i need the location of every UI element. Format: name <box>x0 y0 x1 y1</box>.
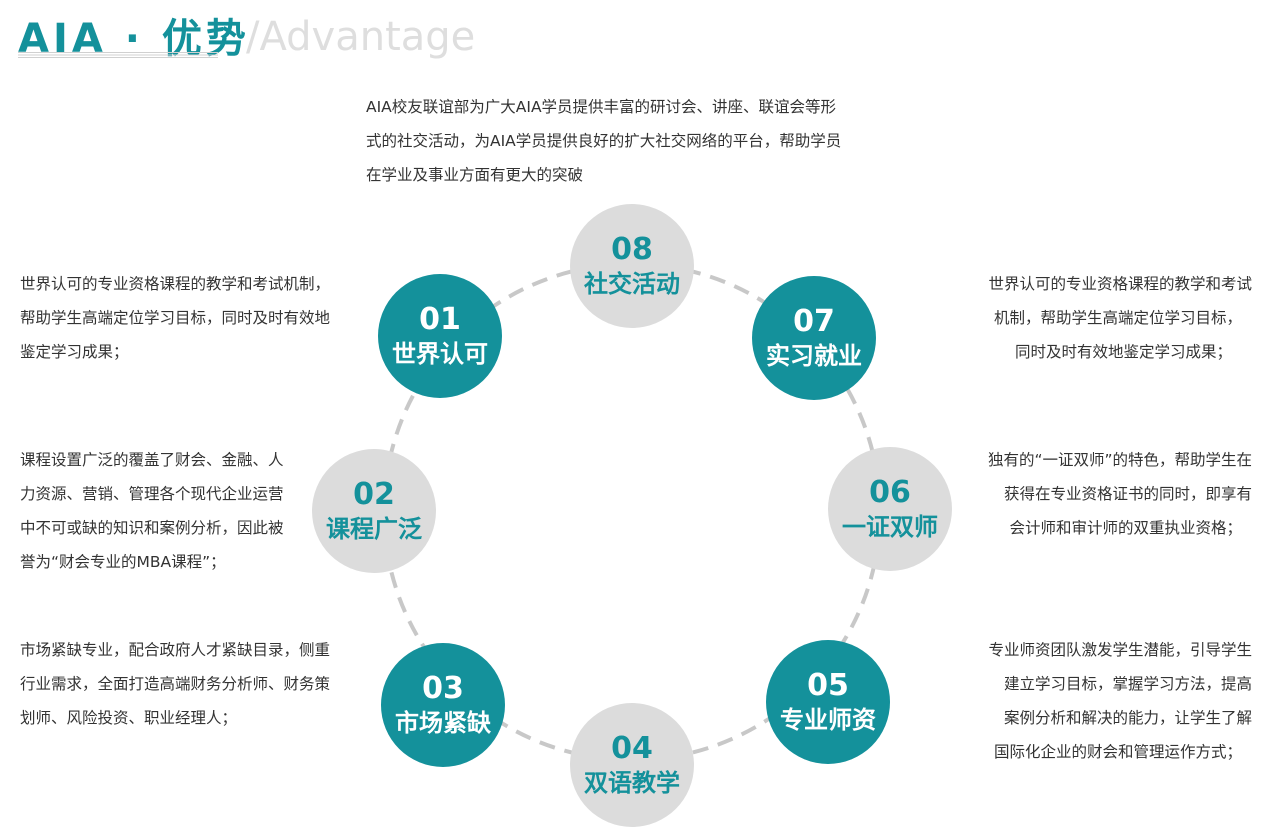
node-number: 03 <box>422 671 464 706</box>
description-08: AIA校友联谊部为广大AIA学员提供丰富的研讨会、讲座、联谊会等形 式的社交活动… <box>366 90 841 192</box>
description-line: 国际化企业的财会和管理运作方式； <box>993 743 1242 761</box>
page-subtitle: /Advantage <box>246 14 476 60</box>
node-label: 世界认可 <box>392 340 488 368</box>
description-line: 机制，帮助学生高端定位学习目标， <box>993 309 1242 327</box>
description-05: 专业师资团队激发学生潜能，引导学生 建立学习目标，掌握学习方法，提高 案例分析和… <box>988 633 1252 769</box>
description-line: 课程设置广泛的覆盖了财会、金融、人 <box>20 451 284 469</box>
node-08-social-activities: 08 社交活动 <box>570 204 694 328</box>
node-label: 实习就业 <box>766 342 862 370</box>
node-02-wide-curriculum: 02 课程广泛 <box>312 449 436 573</box>
node-06-one-cert-two-roles: 06 一证双师 <box>828 447 952 571</box>
description-line: 中不可或缺的知识和案例分析，因此被 <box>20 519 284 537</box>
description-line: 世界认可的专业资格课程的教学和考试 <box>988 275 1252 293</box>
description-06: 独有的“一证双师”的特色，帮助学生在 获得在专业资格证书的同时，即享有 会计师和… <box>988 443 1252 545</box>
node-01-world-recognition: 01 世界认可 <box>378 274 502 398</box>
description-line: 誉为“财会专业的MBA课程”； <box>20 553 226 571</box>
node-number: 02 <box>353 477 395 512</box>
description-line: 会计师和审计师的双重执业资格； <box>1009 519 1242 537</box>
description-line: 案例分析和解决的能力，让学生了解 <box>1003 709 1252 727</box>
description-line: 专业师资团队激发学生潜能，引导学生 <box>988 641 1252 659</box>
node-label: 社交活动 <box>584 270 680 298</box>
description-line: 鉴定学习成果； <box>20 343 129 361</box>
node-label: 一证双师 <box>842 513 938 541</box>
description-line: 在学业及事业方面有更大的突破 <box>366 166 584 184</box>
description-line: 独有的“一证双师”的特色，帮助学生在 <box>987 451 1252 469</box>
node-07-internship-employment: 07 实习就业 <box>752 276 876 400</box>
title-underline <box>18 52 218 58</box>
description-line: 行业需求，全面打造高端财务分析师、财务策 <box>20 675 331 693</box>
node-label: 专业师资 <box>780 706 876 734</box>
node-label: 课程广泛 <box>326 515 422 543</box>
description-line: 力资源、营销、管理各个现代企业运营 <box>20 485 284 503</box>
description-line: 同时及时有效地鉴定学习成果； <box>1014 343 1232 361</box>
node-label: 双语教学 <box>584 769 680 797</box>
description-line: 帮助学生高端定位学习目标，同时及时有效地 <box>20 309 331 327</box>
node-number: 07 <box>793 304 835 339</box>
node-number: 08 <box>611 232 653 267</box>
node-05-professional-faculty: 05 专业师资 <box>766 640 890 764</box>
node-number: 05 <box>807 668 849 703</box>
node-03-market-shortage: 03 市场紧缺 <box>381 643 505 767</box>
description-line: 式的社交活动，为AIA学员提供良好的扩大社交网络的平台，帮助学员 <box>366 132 842 150</box>
description-line: 世界认可的专业资格课程的教学和考试机制， <box>20 275 331 293</box>
description-line: 获得在专业资格证书的同时，即享有 <box>1003 485 1252 503</box>
node-number: 01 <box>419 302 461 337</box>
description-02: 课程设置广泛的覆盖了财会、金融、人 力资源、营销、管理各个现代企业运营 中不可或… <box>20 443 284 579</box>
description-line: AIA校友联谊部为广大AIA学员提供丰富的研讨会、讲座、联谊会等形 <box>366 98 837 116</box>
description-07: 世界认可的专业资格课程的教学和考试 机制，帮助学生高端定位学习目标， 同时及时有… <box>988 267 1252 369</box>
description-01: 世界认可的专业资格课程的教学和考试机制， 帮助学生高端定位学习目标，同时及时有效… <box>20 267 330 369</box>
node-number: 06 <box>869 475 911 510</box>
description-line: 建立学习目标，掌握学习方法，提高 <box>1003 675 1252 693</box>
description-03: 市场紧缺专业，配合政府人才紧缺目录，侧重 行业需求，全面打造高端财务分析师、财务… <box>20 633 330 735</box>
node-04-bilingual-teaching: 04 双语教学 <box>570 703 694 827</box>
node-label: 市场紧缺 <box>395 709 491 737</box>
description-line: 市场紧缺专业，配合政府人才紧缺目录，侧重 <box>20 641 331 659</box>
node-number: 04 <box>611 731 653 766</box>
description-line: 划师、风险投资、职业经理人； <box>20 709 238 727</box>
